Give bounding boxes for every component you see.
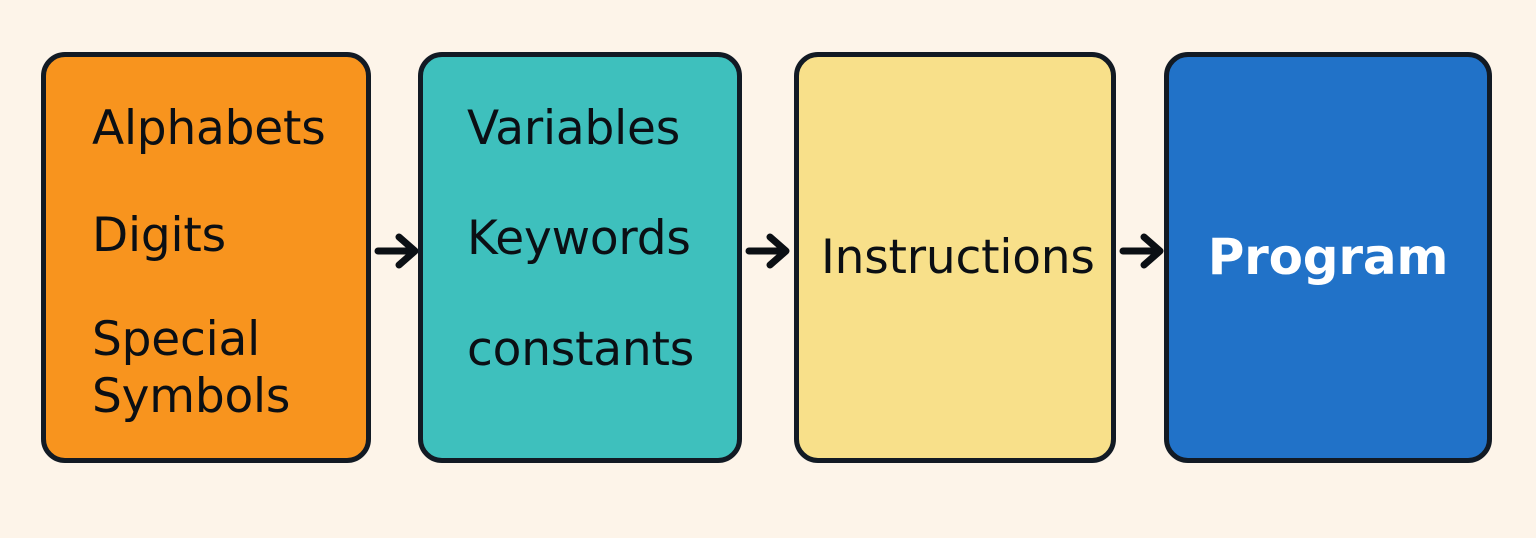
node-instructions-content: Instructions [799, 57, 1111, 458]
node-program[interactable]: Program [1164, 52, 1492, 463]
arrow-right-icon [745, 227, 793, 275]
node-alphabets-line-2: Digits [92, 208, 226, 264]
arrow-right-icon [1119, 227, 1167, 275]
node-alphabets[interactable]: Alphabets Digits Special Symbols [41, 52, 371, 463]
node-alphabets-content: Alphabets Digits Special Symbols [46, 57, 366, 458]
node-program-content: Program [1169, 57, 1487, 458]
node-tokens[interactable]: Variables Keywords constants [418, 52, 742, 463]
node-instructions-line-1: Instructions [821, 229, 1095, 285]
node-tokens-line-1: Variables [467, 101, 680, 156]
node-alphabets-line-3: Special Symbols [92, 311, 291, 424]
node-alphabets-line-1: Alphabets [92, 101, 326, 156]
arrow-right-icon [374, 227, 422, 275]
node-tokens-content: Variables Keywords constants [423, 57, 737, 458]
node-tokens-line-2: Keywords [467, 211, 691, 267]
node-tokens-line-3: constants [467, 321, 695, 377]
node-instructions[interactable]: Instructions [794, 52, 1116, 463]
node-program-line-1: Program [1207, 228, 1449, 286]
